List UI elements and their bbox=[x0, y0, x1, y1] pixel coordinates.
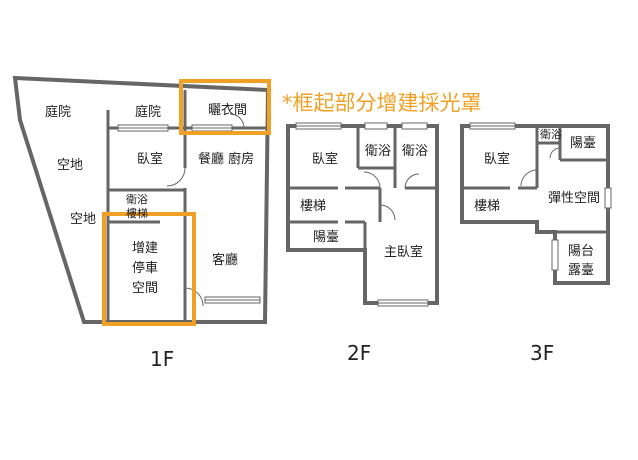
room-dining-kitchen: 餐廳 廚房 bbox=[198, 151, 254, 167]
room-courtyard-left: 庭院 bbox=[45, 104, 71, 120]
floor-3f: 臥室 衛浴 陽臺 樓梯 彈性空間 陽台 露臺 3F bbox=[460, 122, 612, 365]
room-2f-stairs: 樓梯 bbox=[300, 199, 326, 214]
room-2f-bathroom-b: 衛浴 bbox=[402, 144, 428, 159]
2f-door-swing bbox=[379, 204, 396, 221]
3f-door-swing bbox=[549, 147, 561, 159]
2f-door-swing bbox=[404, 173, 420, 189]
3f-window bbox=[551, 239, 559, 271]
highlight-note: *框起部分增建採光罩 bbox=[282, 91, 482, 115]
room-2f-bedroom: 臥室 bbox=[312, 151, 338, 167]
2f-outer-wall bbox=[286, 124, 439, 305]
highlight-drying-room bbox=[179, 79, 271, 135]
room-open-land-lower: 空地 bbox=[70, 212, 96, 227]
room-garage-line2: 停車 bbox=[132, 260, 158, 276]
floor-2f: 臥室 衛浴 衛浴 樓梯 陽臺 主臥室 2F bbox=[286, 122, 439, 365]
room-3f-stairs: 樓梯 bbox=[474, 199, 500, 214]
room-open-land-upper: 空地 bbox=[57, 158, 83, 173]
floor-label-3f: 3F bbox=[530, 341, 554, 365]
room-3f-bedroom: 臥室 bbox=[484, 151, 510, 167]
room-garage-line1: 增建 bbox=[132, 241, 158, 256]
floor-label-1f: 1F bbox=[150, 347, 174, 371]
1f-door-swing bbox=[184, 287, 204, 307]
room-garage-line3: 空間 bbox=[132, 281, 158, 296]
room-3f-balcony: 陽臺 bbox=[570, 136, 596, 151]
room-3f-terrace-line1: 陽台 bbox=[568, 244, 594, 259]
1f-door-swing bbox=[229, 113, 245, 129]
room-3f-terrace-line2: 露臺 bbox=[568, 263, 594, 278]
floor-label-2f: 2F bbox=[347, 341, 371, 365]
room-bathroom: 衛浴 bbox=[126, 193, 148, 206]
3f-window bbox=[604, 187, 612, 209]
room-2f-balcony: 陽臺 bbox=[313, 230, 339, 245]
room-2f-bathroom-a: 衛浴 bbox=[365, 144, 391, 159]
floor-1f: 庭院 庭院 曬衣間 空地 臥室 餐廳 廚房 衛浴 樓梯 空地 增建 停車 空間 … bbox=[12, 75, 271, 371]
room-bedroom: 臥室 bbox=[137, 151, 163, 167]
1f-door-swing bbox=[166, 167, 186, 187]
room-drying: 曬衣間 bbox=[208, 102, 247, 118]
room-3f-bathroom: 衛浴 bbox=[540, 128, 562, 141]
3f-door-swing bbox=[520, 169, 538, 187]
room-stairs: 樓梯 bbox=[126, 206, 148, 220]
room-courtyard-right: 庭院 bbox=[135, 104, 161, 120]
2f-door-swing bbox=[363, 171, 381, 189]
2f-window bbox=[364, 122, 388, 130]
2f-window bbox=[401, 122, 428, 130]
room-living: 客廳 bbox=[212, 252, 238, 268]
highlight-garage bbox=[102, 212, 196, 326]
room-2f-master-bedroom: 主臥室 bbox=[384, 244, 423, 260]
room-3f-flex-space: 彈性空間 bbox=[548, 191, 600, 206]
